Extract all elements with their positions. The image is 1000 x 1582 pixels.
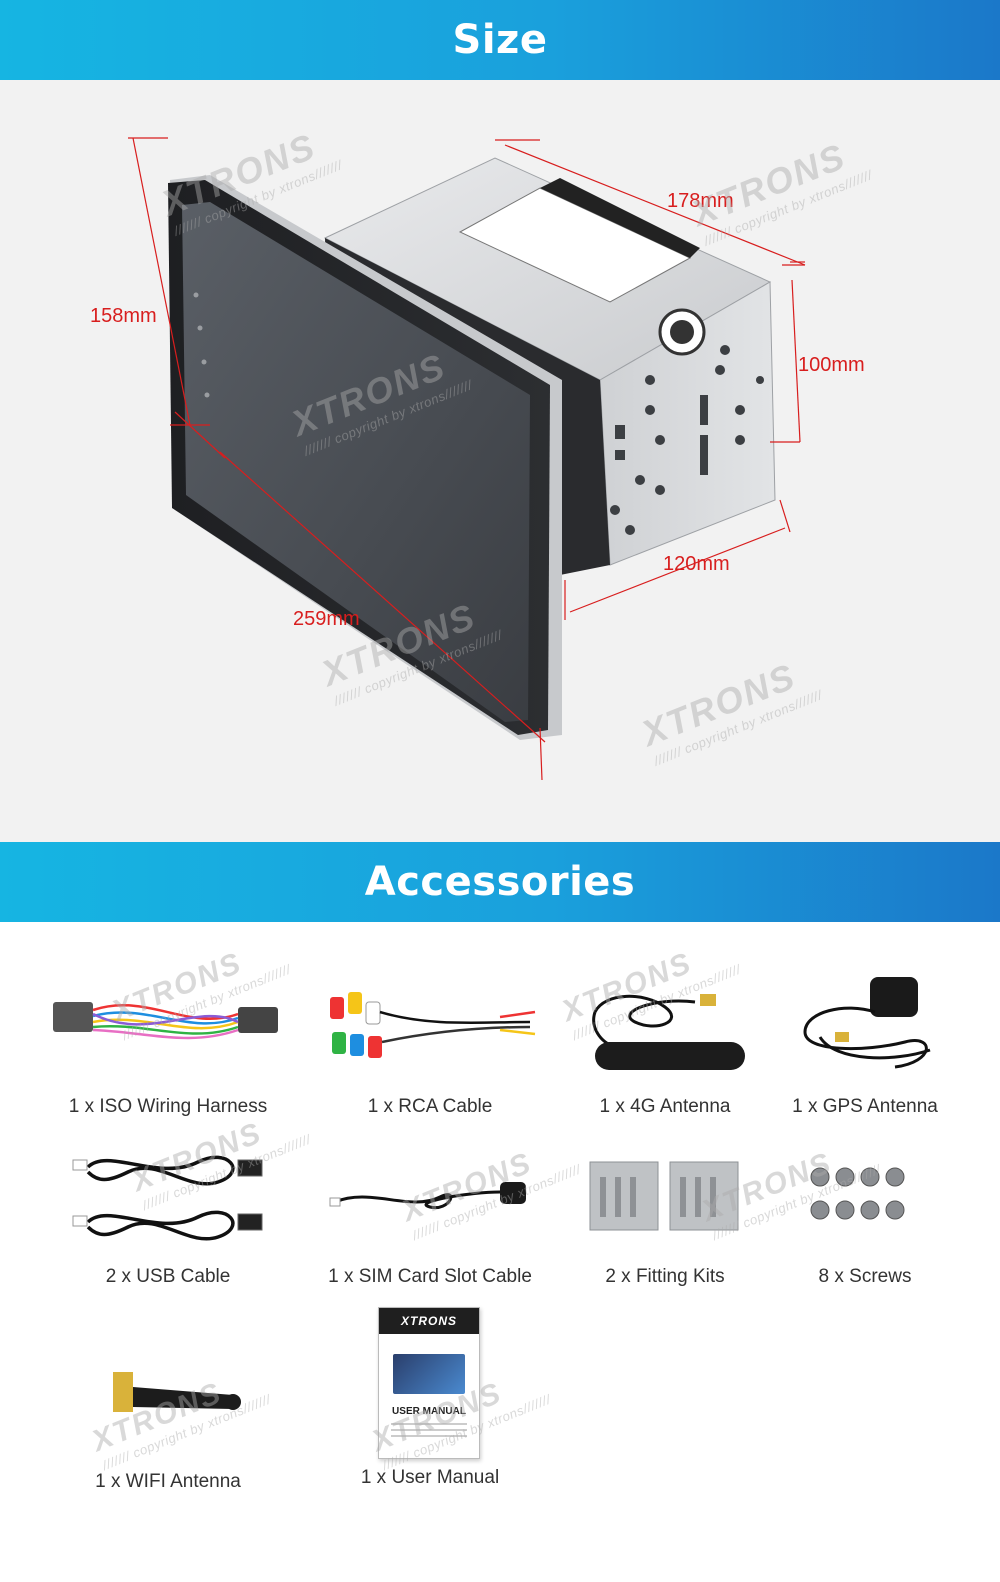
accessory-label: 1 x WIFI Antenna (95, 1471, 241, 1492)
user-manual-icon: XTRONS USER MANUAL (310, 1307, 550, 1467)
accessory-label: 2 x USB Cable (105, 1266, 231, 1287)
accessory-item: 1 x WIFI Antenna (48, 1347, 288, 1493)
accessory-item: XTRONS USER MANUAL 1 x User Manual (310, 1307, 550, 1489)
accessory-item: 1 x SIM Card Slot Cable (310, 1142, 550, 1288)
dimension-height-box: 100mm (798, 354, 865, 376)
accessory-item: 2 x USB Cable (48, 1142, 288, 1288)
accessory-item: 1 x RCA Cable (310, 972, 550, 1118)
4g-antenna-icon (545, 972, 785, 1092)
accessory-label: 1 x GPS Antenna (792, 1096, 938, 1117)
accessory-label: 8 x Screws (818, 1266, 912, 1287)
accessories-panel: 1 x ISO Wiring Harness (0, 922, 1000, 1582)
accessory-label: 1 x RCA Cable (367, 1096, 493, 1117)
head-unit-illustration (128, 137, 806, 781)
size-panel: 158mm 259mm 178mm 100mm 120mm XTRONS////… (0, 80, 1000, 842)
accessory-item: 1 x GPS Antenna (745, 972, 985, 1118)
fitting-kit-icon (545, 1142, 785, 1262)
wiring-harness-icon (48, 972, 288, 1092)
accessory-label: 1 x User Manual (360, 1467, 500, 1488)
accessories-title: Accessories (364, 859, 636, 905)
rca-cable-icon (310, 972, 550, 1092)
dimension-depth-top: 178mm (667, 190, 734, 212)
manual-brand: XTRONS (379, 1308, 479, 1334)
accessory-item: 2 x Fitting Kits (545, 1142, 785, 1288)
sim-cable-icon (310, 1142, 550, 1262)
dimension-width-front: 259mm (293, 608, 360, 630)
accessory-item: 1 x 4G Antenna (545, 972, 785, 1118)
accessory-label: 1 x ISO Wiring Harness (68, 1096, 268, 1117)
dimension-width-box: 120mm (663, 553, 730, 575)
accessory-item: 8 x Screws (745, 1142, 985, 1288)
accessory-label: 2 x Fitting Kits (605, 1266, 725, 1287)
gps-antenna-icon (745, 972, 985, 1092)
manual-title: USER MANUAL (392, 1406, 466, 1417)
accessory-item: 1 x ISO Wiring Harness (48, 972, 288, 1118)
accessories-banner: Accessories (0, 842, 1000, 922)
size-banner: Size (0, 0, 1000, 80)
usb-cable-icon (48, 1142, 288, 1262)
screws-icon (745, 1142, 985, 1262)
accessory-label: 1 x SIM Card Slot Cable (328, 1266, 532, 1287)
wifi-antenna-icon (48, 1347, 288, 1467)
size-title: Size (452, 17, 548, 63)
accessory-label: 1 x 4G Antenna (599, 1096, 731, 1117)
dimension-height-front: 158mm (90, 305, 157, 327)
